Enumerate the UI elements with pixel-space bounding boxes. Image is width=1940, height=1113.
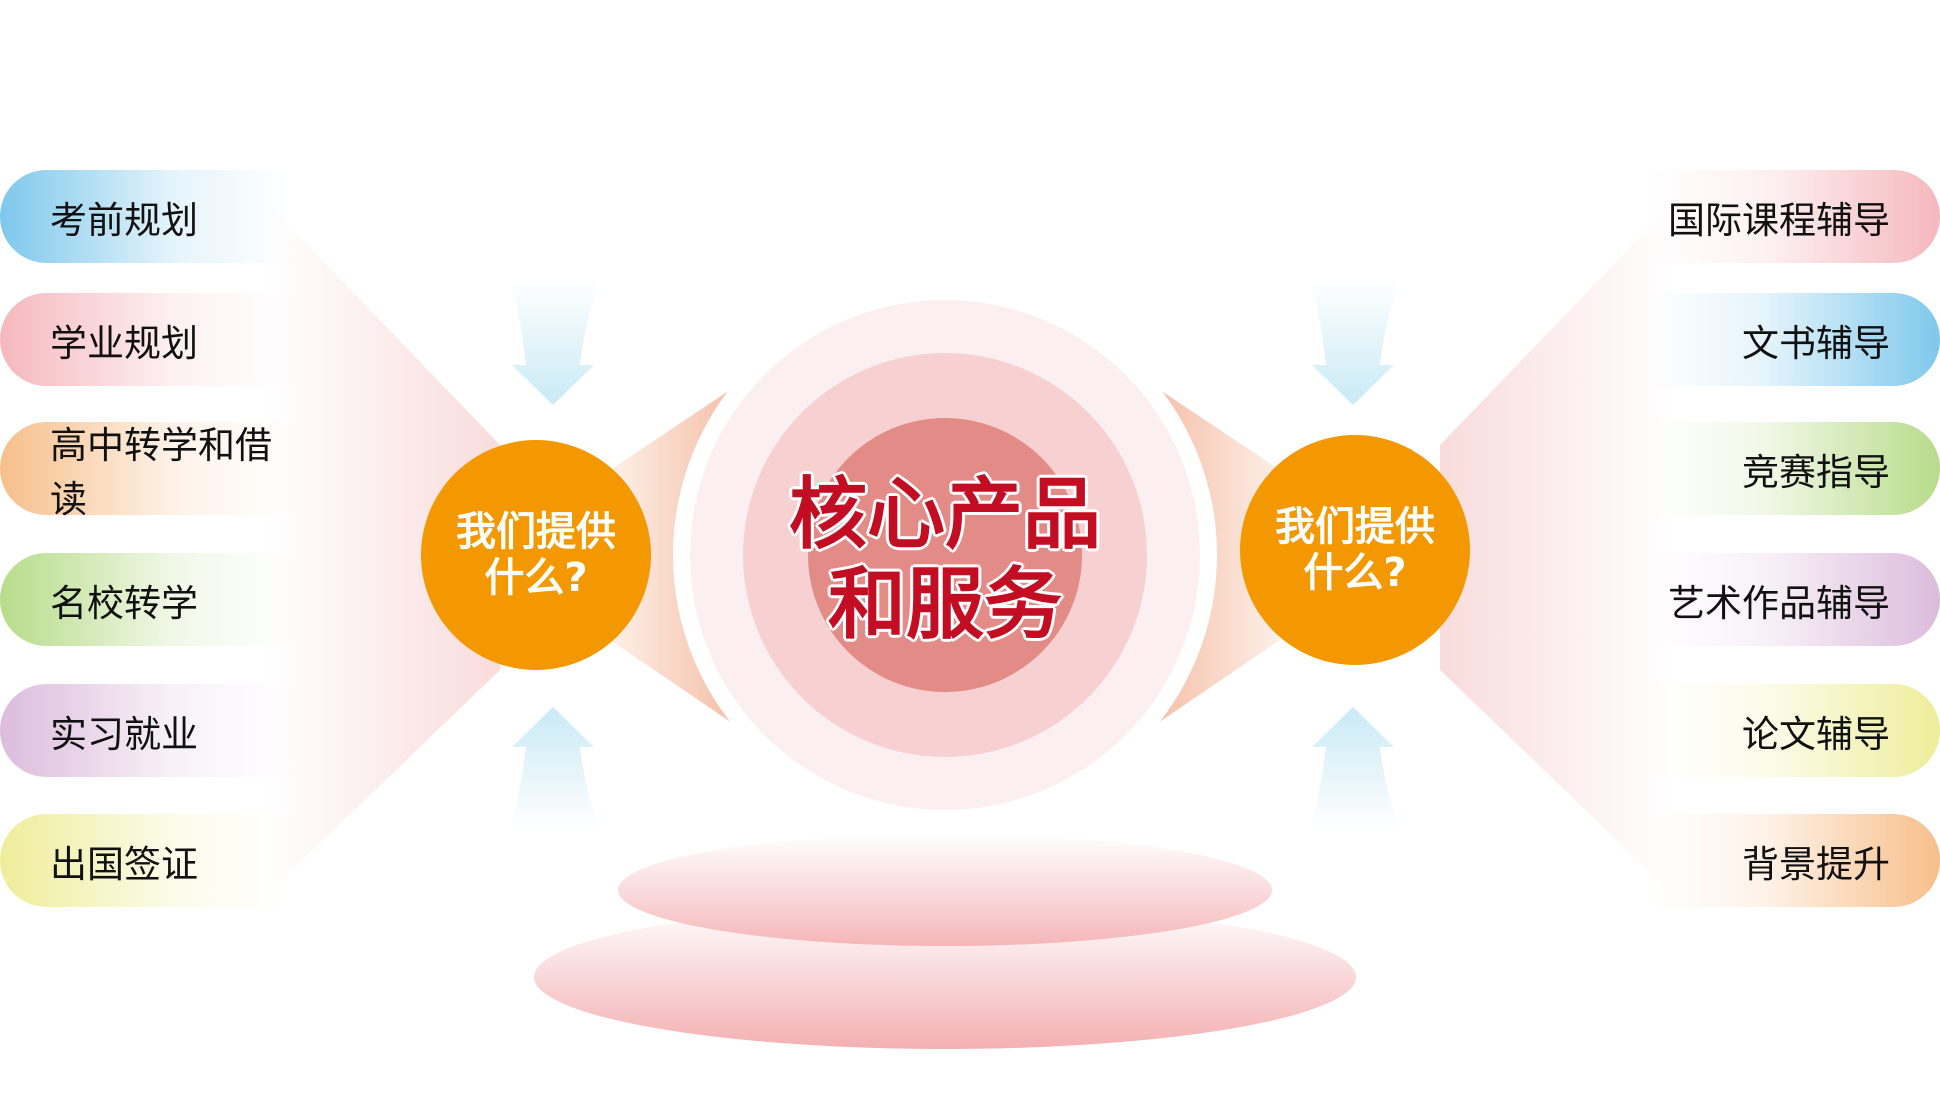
right-service-item: 文书辅导 xyxy=(1650,293,1940,386)
question-line1: 我们提供 xyxy=(456,509,616,555)
service-label: 文书辅导 xyxy=(1742,321,1890,365)
service-label: 背景提升 xyxy=(1742,842,1890,886)
left-service-item: 学业规划 xyxy=(0,293,290,386)
question-line2: 什么? xyxy=(1303,550,1407,596)
left-service-item: 高中转学和借读 xyxy=(0,422,290,521)
left-service-item: 考前规划 xyxy=(0,170,290,263)
service-label: 论文辅导 xyxy=(1742,712,1890,756)
core-title-line2: 和服务 xyxy=(827,560,1062,650)
question-circle-left: 我们提供 什么? xyxy=(421,440,651,670)
left-service-item: 实习就业 xyxy=(0,684,290,777)
question-line1: 我们提供 xyxy=(1275,504,1435,550)
service-label: 实习就业 xyxy=(50,712,198,756)
right-service-item: 艺术作品辅导 xyxy=(1650,553,1940,646)
right-service-item: 背景提升 xyxy=(1650,814,1940,907)
arrow-up-right xyxy=(1310,707,1400,830)
core-title: 核心产品 和服务 xyxy=(745,470,1145,650)
service-label: 高中转学和借读 xyxy=(50,423,272,521)
right-fan xyxy=(1440,175,1700,920)
service-label: 考前规划 xyxy=(50,198,198,242)
platform-bottom xyxy=(534,905,1356,1049)
left-service-item: 出国签证 xyxy=(0,814,290,907)
service-label: 名校转学 xyxy=(50,581,198,625)
service-label: 竞赛指导 xyxy=(1742,450,1890,494)
service-label: 出国签证 xyxy=(50,842,198,886)
arrow-down-left xyxy=(510,280,600,405)
service-label: 学业规划 xyxy=(50,321,198,365)
core-inner-circle xyxy=(808,418,1082,692)
right-service-item: 论文辅导 xyxy=(1650,684,1940,777)
right-service-item: 国际课程辅导 xyxy=(1650,170,1940,263)
left-service-item: 名校转学 xyxy=(0,553,290,646)
service-label: 艺术作品辅导 xyxy=(1668,581,1890,625)
question-line2: 什么? xyxy=(484,555,588,601)
core-title-line1: 核心产品 xyxy=(788,470,1101,560)
right-service-item: 竞赛指导 xyxy=(1650,422,1940,515)
service-label: 国际课程辅导 xyxy=(1668,198,1890,242)
platform-top xyxy=(618,834,1272,946)
question-circle-right: 我们提供 什么? xyxy=(1240,435,1470,665)
left-fan xyxy=(240,175,500,920)
arrow-up-left xyxy=(510,707,600,830)
arrow-down-right xyxy=(1310,280,1400,405)
